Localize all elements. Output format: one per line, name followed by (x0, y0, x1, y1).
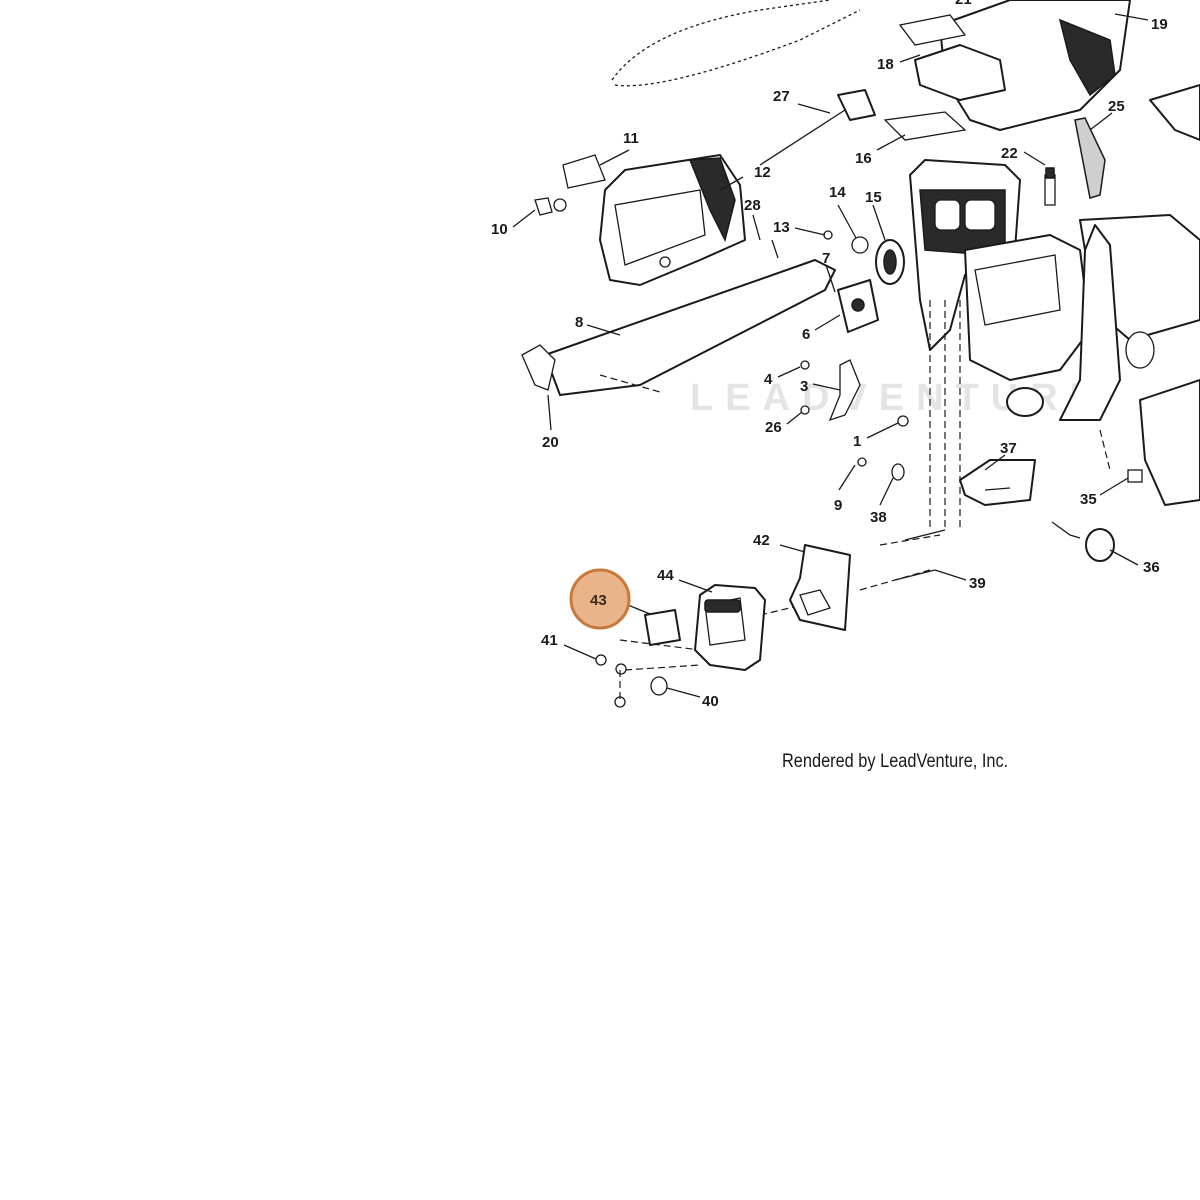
nuts-washers (595, 654, 668, 708)
callout-6: 6 (802, 326, 810, 343)
callout-27: 27 (773, 88, 790, 105)
part-25 (1074, 84, 1200, 199)
hardware (771, 230, 1143, 483)
callout-22: 22 (1001, 145, 1018, 162)
top-cover (883, 0, 1131, 141)
callout-44: 44 (657, 567, 674, 584)
callout-21: 21 (955, 0, 972, 8)
callout-18: 18 (877, 56, 894, 73)
callout-20: 20 (542, 434, 559, 451)
callout-36: 36 (1143, 559, 1160, 576)
assembly-lines (619, 300, 1111, 671)
highlight-circle[interactable] (569, 568, 631, 630)
callout-38: 38 (870, 509, 887, 526)
callouts: 21 19 18 16 25 27 11 12 22 28 13 14 15 1… (491, 0, 1168, 710)
callout-3: 3 (800, 378, 808, 395)
callout-19: 19 (1151, 16, 1168, 33)
callout-25: 25 (1108, 98, 1125, 115)
part-43 (644, 609, 681, 646)
callout-41: 41 (541, 632, 558, 649)
part-42 (789, 544, 851, 631)
callout-40: 40 (702, 693, 719, 710)
callout-35: 35 (1080, 491, 1097, 508)
callout-4: 4 (764, 371, 773, 388)
callout-13: 13 (773, 219, 790, 236)
leader-lines (512, 13, 1149, 698)
part-44 (694, 584, 766, 671)
part-37 (959, 459, 1036, 506)
spark-plug (1044, 167, 1056, 206)
callout-8: 8 (575, 314, 583, 331)
callout-1: 1 (853, 433, 861, 450)
callout-39: 39 (969, 575, 986, 592)
callout-11: 11 (623, 130, 639, 147)
callout-7: 7 (822, 250, 830, 267)
highlight-part-43[interactable]: 43 (569, 568, 631, 630)
callout-10: 10 (491, 221, 508, 238)
part-36 (1051, 521, 1115, 562)
credit-text: Rendered by LeadVenture, Inc. (782, 751, 1009, 772)
callout-43[interactable]: 43 (590, 592, 607, 609)
callout-9: 9 (834, 497, 842, 514)
guide-bar (521, 259, 836, 396)
callout-16: 16 (855, 150, 872, 167)
callout-37: 37 (1000, 440, 1017, 457)
saw-chain (611, 0, 861, 87)
callout-12: 12 (754, 164, 771, 181)
bar-plate (837, 279, 879, 333)
callout-42: 42 (753, 532, 770, 549)
callout-15: 15 (865, 189, 882, 206)
scrench-tool (759, 89, 876, 166)
clutch-cover (534, 154, 746, 286)
callout-28: 28 (744, 197, 761, 214)
callout-14: 14 (829, 184, 846, 201)
callout-26: 26 (765, 419, 782, 436)
power-head (909, 159, 1200, 506)
watermark: LEADVENTURE (690, 377, 1107, 419)
part-39 (894, 529, 946, 581)
washer-sprocket (851, 236, 905, 285)
